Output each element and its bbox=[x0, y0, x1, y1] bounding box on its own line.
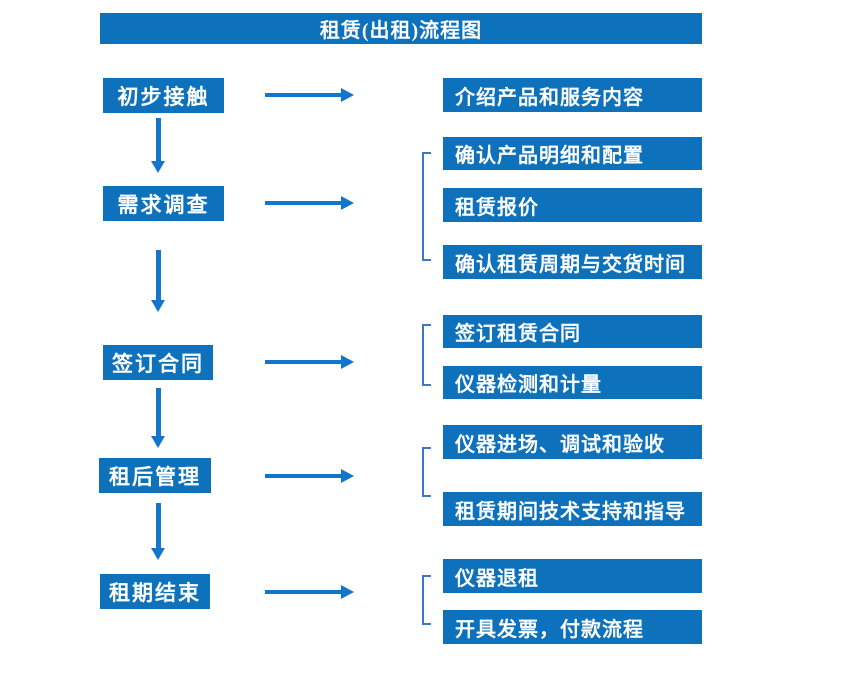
detail-box-sign-rental-contract: 签订租赁合同 bbox=[443, 315, 702, 348]
right-arrow-icon bbox=[265, 585, 354, 599]
detail-box-instrument-testing: 仪器检测和计量 bbox=[443, 366, 702, 399]
down-arrow-icon bbox=[151, 250, 165, 312]
group-bracket-icon bbox=[422, 447, 431, 497]
step-box-demand-survey: 需求调查 bbox=[103, 186, 224, 221]
down-arrow-icon bbox=[151, 503, 165, 560]
detail-label: 仪器检测和计量 bbox=[455, 374, 602, 396]
right-arrow-head bbox=[341, 585, 354, 599]
down-arrow-shaft bbox=[156, 388, 161, 436]
detail-label: 签订租赁合同 bbox=[455, 323, 581, 345]
step-label: 初步接触 bbox=[117, 84, 210, 109]
detail-box-rental-quote: 租赁报价 bbox=[443, 188, 702, 222]
step-box-sign-contract: 签订合同 bbox=[103, 345, 213, 380]
group-bracket-icon bbox=[422, 324, 431, 386]
detail-box-invoice-payment: 开具发票，付款流程 bbox=[443, 610, 702, 644]
down-arrow-shaft bbox=[156, 503, 161, 548]
down-arrow-head bbox=[151, 548, 165, 560]
group-bracket-icon bbox=[422, 152, 431, 261]
down-arrow-shaft bbox=[156, 118, 161, 161]
step-box-initial-contact: 初步接触 bbox=[103, 78, 224, 113]
right-arrow-head bbox=[341, 88, 354, 102]
detail-box-instrument-setup-acceptance: 仪器进场、调试和验收 bbox=[443, 425, 702, 459]
right-arrow-icon bbox=[265, 88, 354, 102]
down-arrow-icon bbox=[151, 118, 165, 173]
right-arrow-icon bbox=[265, 355, 354, 369]
step-box-lease-end: 租期结束 bbox=[100, 574, 210, 609]
group-bracket-icon bbox=[422, 575, 431, 625]
right-arrow-head bbox=[341, 355, 354, 369]
right-arrow-head bbox=[341, 196, 354, 210]
step-label: 租期结束 bbox=[109, 580, 201, 605]
right-arrow-icon bbox=[265, 469, 354, 483]
step-box-post-rental-management: 租后管理 bbox=[99, 458, 211, 493]
flowchart-title-bar: 租赁(出租)流程图 bbox=[100, 13, 702, 44]
right-arrow-icon bbox=[265, 196, 354, 210]
detail-label: 确认租赁周期与交货时间 bbox=[455, 253, 686, 276]
detail-label: 租赁期间技术支持和指导 bbox=[455, 500, 686, 523]
right-arrow-shaft bbox=[265, 93, 341, 97]
detail-box-instrument-return: 仪器退租 bbox=[443, 559, 702, 593]
detail-box-technical-support: 租赁期间技术支持和指导 bbox=[443, 492, 702, 526]
detail-label: 介绍产品和服务内容 bbox=[455, 86, 644, 109]
down-arrow-head bbox=[151, 300, 165, 312]
right-arrow-head bbox=[341, 469, 354, 483]
right-arrow-shaft bbox=[265, 590, 341, 594]
down-arrow-head bbox=[151, 436, 165, 448]
detail-box-confirm-period-delivery: 确认租赁周期与交货时间 bbox=[443, 245, 702, 279]
step-label: 签订合同 bbox=[112, 351, 204, 376]
detail-label: 租赁报价 bbox=[455, 196, 539, 219]
detail-label: 开具发票，付款流程 bbox=[455, 618, 644, 641]
down-arrow-head bbox=[151, 161, 165, 173]
step-label: 需求调查 bbox=[117, 192, 210, 217]
detail-box-introduce-products: 介绍产品和服务内容 bbox=[443, 78, 702, 112]
detail-label: 确认产品明细和配置 bbox=[455, 145, 644, 167]
detail-label: 仪器进场、调试和验收 bbox=[455, 433, 665, 456]
step-label: 租后管理 bbox=[109, 464, 201, 489]
detail-box-confirm-product-config: 确认产品明细和配置 bbox=[443, 137, 702, 170]
down-arrow-shaft bbox=[156, 250, 161, 300]
down-arrow-icon bbox=[151, 388, 165, 448]
right-arrow-shaft bbox=[265, 474, 341, 478]
detail-label: 仪器退租 bbox=[455, 567, 539, 590]
right-arrow-shaft bbox=[265, 360, 341, 364]
flowchart-title: 租赁(出租)流程图 bbox=[319, 20, 483, 42]
right-arrow-shaft bbox=[265, 201, 341, 205]
